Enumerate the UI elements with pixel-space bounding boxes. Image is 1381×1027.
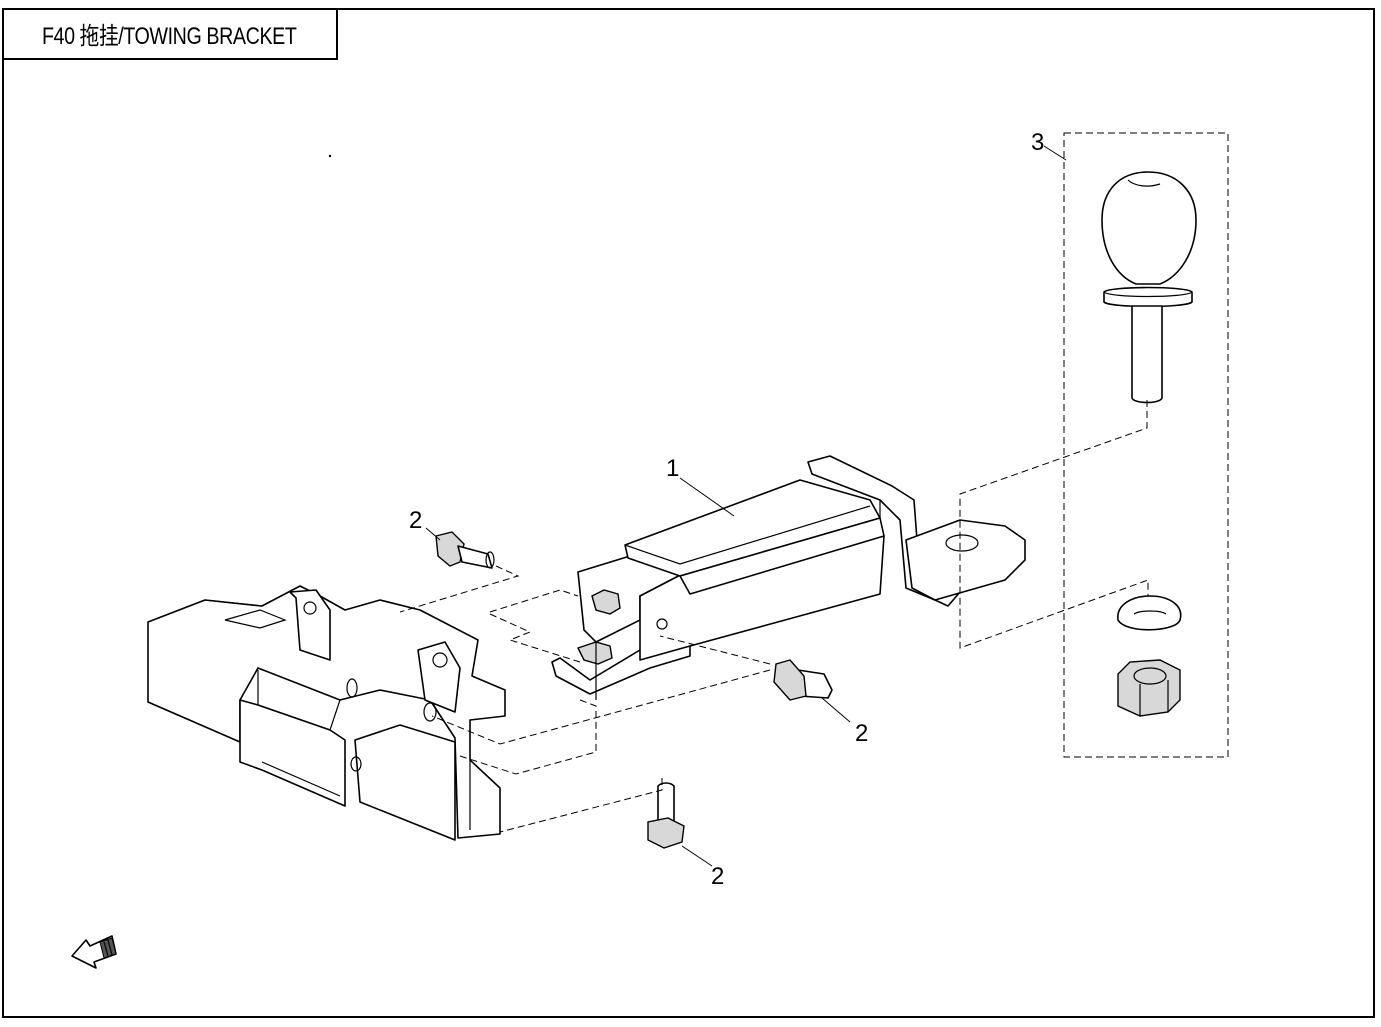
hitch-ball-kit <box>959 132 1229 758</box>
bolt-bottom <box>647 782 685 849</box>
stray-dot <box>328 154 332 158</box>
chassis-frame <box>147 585 506 841</box>
bolt-right <box>773 659 833 701</box>
callout-2-bottom: 2 <box>711 863 724 890</box>
drawing-frame <box>2 8 1375 1018</box>
arrow-icon <box>71 935 117 969</box>
title-box: F40 拖挂/TOWING BRACKET <box>2 8 338 60</box>
bolt-top <box>435 531 495 569</box>
tow-bar <box>551 455 1026 700</box>
callout-2-top: 2 <box>409 507 422 534</box>
callout-2-right: 2 <box>855 720 868 747</box>
leader-lines <box>425 145 1067 867</box>
assembly-lines <box>399 565 771 833</box>
callout-3: 3 <box>1031 129 1044 156</box>
callout-1: 1 <box>666 455 679 482</box>
page-title: F40 拖挂/TOWING BRACKET <box>41 22 297 50</box>
